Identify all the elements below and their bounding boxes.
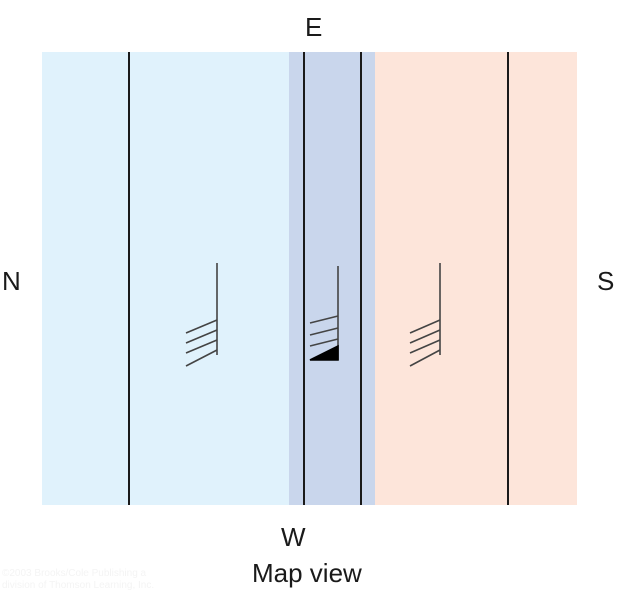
compass-label-left: N (2, 266, 21, 296)
watermark-line: ©2003 Brooks/Cole Publishing a (2, 568, 147, 579)
ticked-line-with-triangle-icon (309, 266, 339, 361)
compass-label-right: S (597, 266, 615, 296)
caption: Map view (252, 558, 362, 588)
watermark: ©2003 Brooks/Cole Publishing a division … (2, 568, 154, 592)
watermark-line: division of Thomson Learning, Inc. (2, 580, 155, 591)
right-zone (375, 52, 577, 505)
left-zone (42, 52, 289, 505)
ticked-line-symbol-icon (185, 263, 218, 367)
compass-label-bottom: W (281, 522, 306, 552)
ticked-line-symbol-icon (409, 263, 441, 367)
middle-zone (289, 52, 375, 505)
compass-label-top: E (305, 12, 323, 42)
